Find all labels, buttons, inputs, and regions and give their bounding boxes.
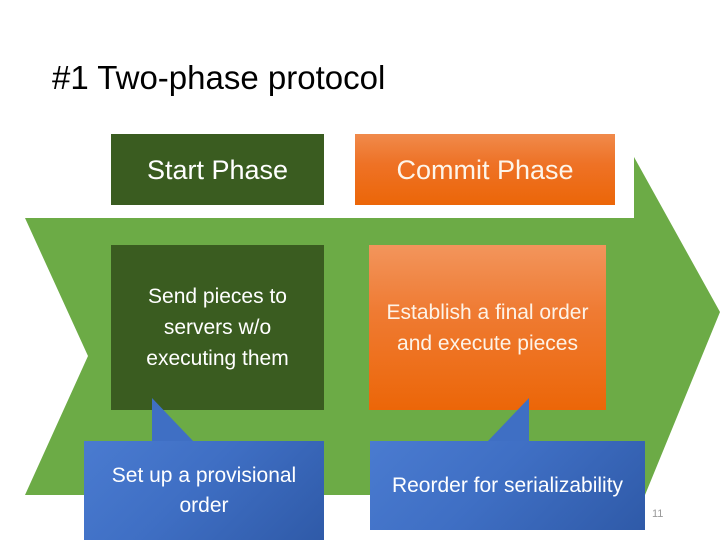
- slide-number: 11: [652, 508, 664, 520]
- callout-pointer-right-icon: [487, 398, 529, 442]
- phase-header-commit-label: Commit Phase: [396, 154, 574, 185]
- phase-action-start-label: Send pieces to servers w/o executing the…: [146, 285, 289, 370]
- phase-action-commit-label: Establish a final order and execute piec…: [386, 300, 589, 355]
- phase-callout-start: Set up a provisional order: [84, 441, 324, 540]
- phase-header-start: Start Phase: [111, 134, 324, 205]
- page-title: #1 Two-phase protocol: [52, 59, 386, 96]
- phase-action-commit: Establish a final order and execute piec…: [369, 245, 606, 410]
- callout-pointer-left-icon: [152, 398, 194, 442]
- phase-callout-start-label: Set up a provisional order: [111, 463, 297, 517]
- phase-callout-commit: Reorder for serializability: [370, 441, 645, 530]
- phase-header-commit: Commit Phase: [355, 134, 615, 205]
- phase-callout-commit-label: Reorder for serializability: [391, 473, 624, 497]
- phase-action-start: Send pieces to servers w/o executing the…: [111, 245, 324, 410]
- phase-header-start-label: Start Phase: [146, 154, 289, 185]
